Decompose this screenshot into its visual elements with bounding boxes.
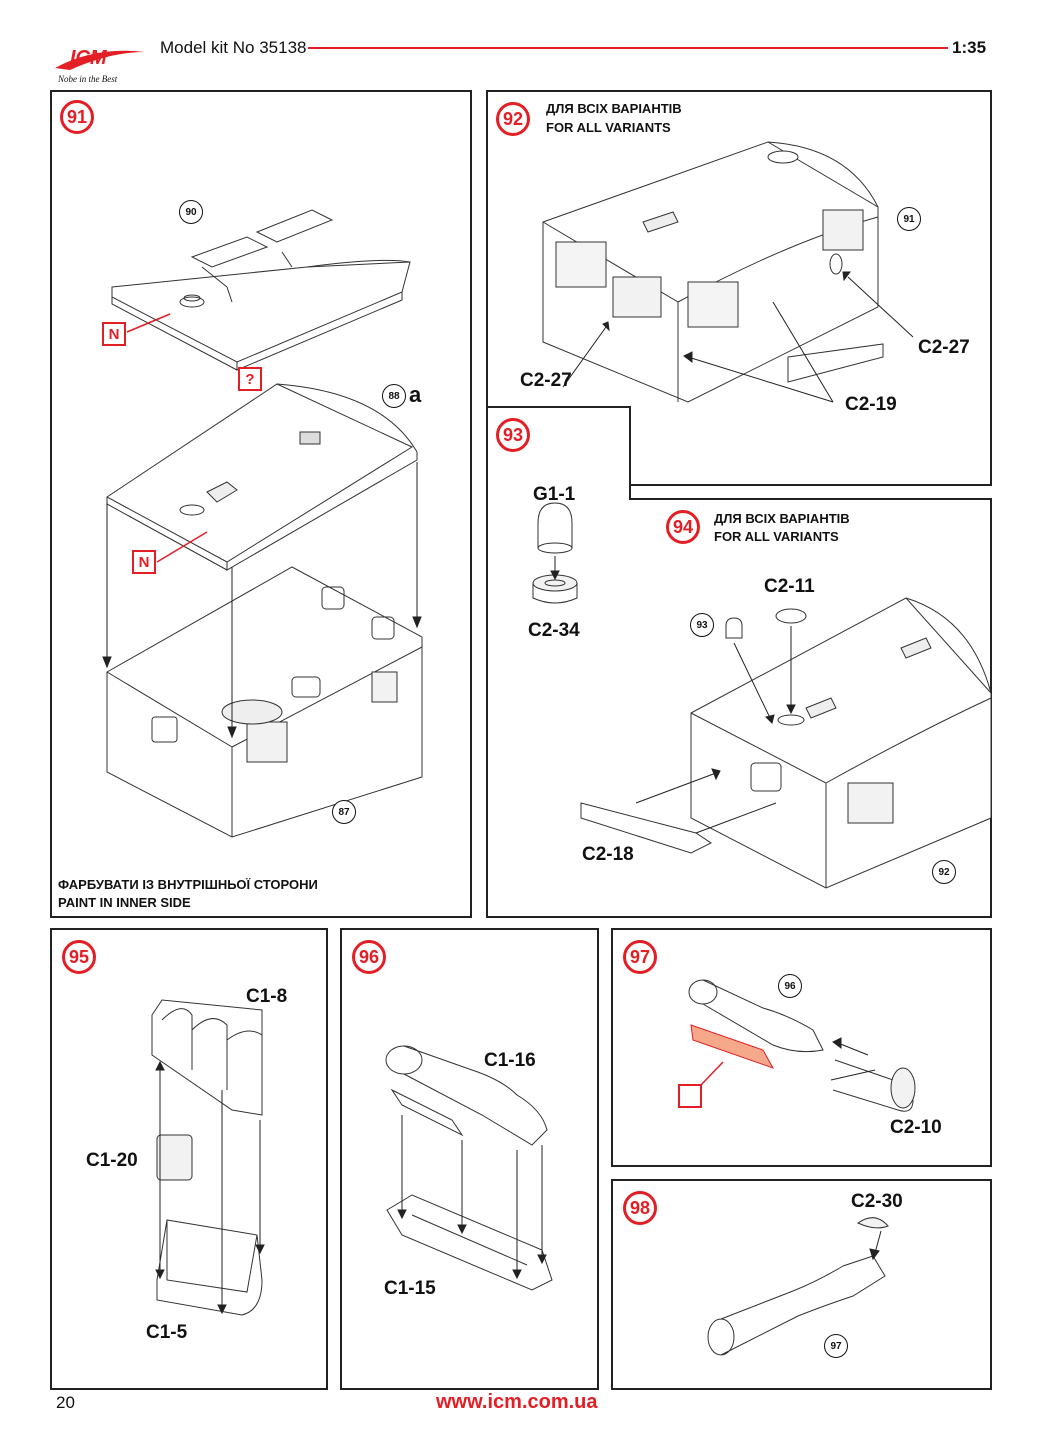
step-95-part-c1-5: C1-5 bbox=[146, 1322, 188, 1343]
step-98-ref-97: 97 bbox=[824, 1334, 848, 1358]
step-94-title-en: FOR ALL VARIANTS bbox=[714, 529, 839, 544]
step-97-ref-96: 96 bbox=[778, 974, 802, 998]
step-91-panel: 91 bbox=[50, 90, 472, 918]
step-94-part-c2-18: C2-18 bbox=[582, 844, 634, 865]
step-92-title-en: FOR ALL VARIANTS bbox=[546, 120, 671, 135]
step-93-number: 93 bbox=[496, 418, 530, 452]
step-92-part-c2-27-right: C2-27 bbox=[918, 337, 970, 358]
step-91-ref-88: 88 bbox=[382, 384, 406, 408]
step-92-title-ua: ДЛЯ ВСІХ ВАРІАНТІВ bbox=[546, 101, 682, 116]
step-91-number: 91 bbox=[60, 100, 94, 134]
step-92-ref-91: 91 bbox=[897, 207, 921, 231]
step-94-title-ua: ДЛЯ ВСІХ ВАРІАНТІВ bbox=[714, 511, 850, 526]
step-91-ref-90: 90 bbox=[179, 200, 203, 224]
page-title: Model kit No 35138 bbox=[160, 38, 307, 57]
muffler-halves-illustration bbox=[385, 1045, 553, 1291]
website-link[interactable]: www.icm.com.ua bbox=[436, 1391, 598, 1413]
step-96-panel: 96 C1-16 C1-15 bbox=[340, 928, 599, 1390]
step-91-ref-suffix: a bbox=[409, 382, 422, 407]
step-95-part-c1-8: C1-8 bbox=[246, 986, 288, 1007]
logo-tagline: Nobe in the Best bbox=[57, 74, 118, 84]
step-98-part-c2-30: C2-30 bbox=[851, 1191, 903, 1212]
step-91-tag-n-upper: N bbox=[102, 322, 126, 346]
step-92-number: 92 bbox=[496, 102, 530, 136]
step-97-part-c2-10: C2-10 bbox=[890, 1117, 942, 1138]
step-98-number: 98 bbox=[623, 1191, 657, 1225]
icm-logo: ICM Nobe in the Best bbox=[50, 38, 150, 86]
cabin-assembly-94-illustration bbox=[580, 597, 992, 889]
muffler-cap-illustration bbox=[678, 979, 916, 1112]
step-93-panel: 93 G1-1 C2-34 bbox=[486, 406, 631, 661]
step-92-part-c2-27-left: C2-27 bbox=[520, 370, 572, 391]
step-93-part-g1-1: G1-1 bbox=[533, 484, 576, 505]
step-95-part-c1-20: C1-20 bbox=[86, 1150, 138, 1171]
roof-and-cabin-illustration bbox=[102, 209, 423, 838]
step-96-part-c1-15: C1-15 bbox=[384, 1278, 436, 1299]
step-96-number: 96 bbox=[352, 940, 386, 974]
scale-label: 1:35 bbox=[952, 38, 987, 57]
step-94-number: 94 bbox=[666, 510, 700, 544]
cabin-assembly-92-illustration bbox=[542, 141, 914, 403]
step-91-ref-87: 87 bbox=[332, 800, 356, 824]
step-91-tag-n-lower: N bbox=[132, 550, 156, 574]
step-91-note-en: PAINT IN INNER SIDE bbox=[58, 895, 191, 910]
step-94-part-c2-11: C2-11 bbox=[764, 576, 815, 597]
logo-brand: ICM bbox=[70, 47, 108, 69]
step-96-part-c1-16: C1-16 bbox=[484, 1050, 536, 1071]
step-93-part-c2-34: C2-34 bbox=[528, 620, 580, 641]
beacon-light-illustration bbox=[532, 502, 578, 604]
muffler-assembly-98-illustration bbox=[707, 1217, 889, 1356]
page-number: 20 bbox=[56, 1393, 75, 1412]
step-94-ref-93: 93 bbox=[690, 613, 714, 637]
step-91-note-ua: ФАРБУВАТИ ІЗ ВНУТРІШНЬОЇ СТОРОНИ bbox=[58, 877, 318, 892]
step-94-ref-92: 92 bbox=[932, 860, 956, 884]
stowage-box-illustration bbox=[151, 999, 265, 1316]
step-95-number: 95 bbox=[62, 940, 96, 974]
step-98-panel: 98 C2-30 97 bbox=[611, 1179, 992, 1390]
step-91-tag-question: ? bbox=[238, 367, 262, 391]
step-97-number: 97 bbox=[623, 940, 657, 974]
step-97-panel: 97 96 C2-10 bbox=[611, 928, 992, 1167]
step-95-panel: 95 C1-8 C1-20 C1-5 bbox=[50, 928, 328, 1390]
header-divider bbox=[308, 47, 948, 49]
step-92-part-c2-19: C2-19 bbox=[845, 394, 897, 415]
